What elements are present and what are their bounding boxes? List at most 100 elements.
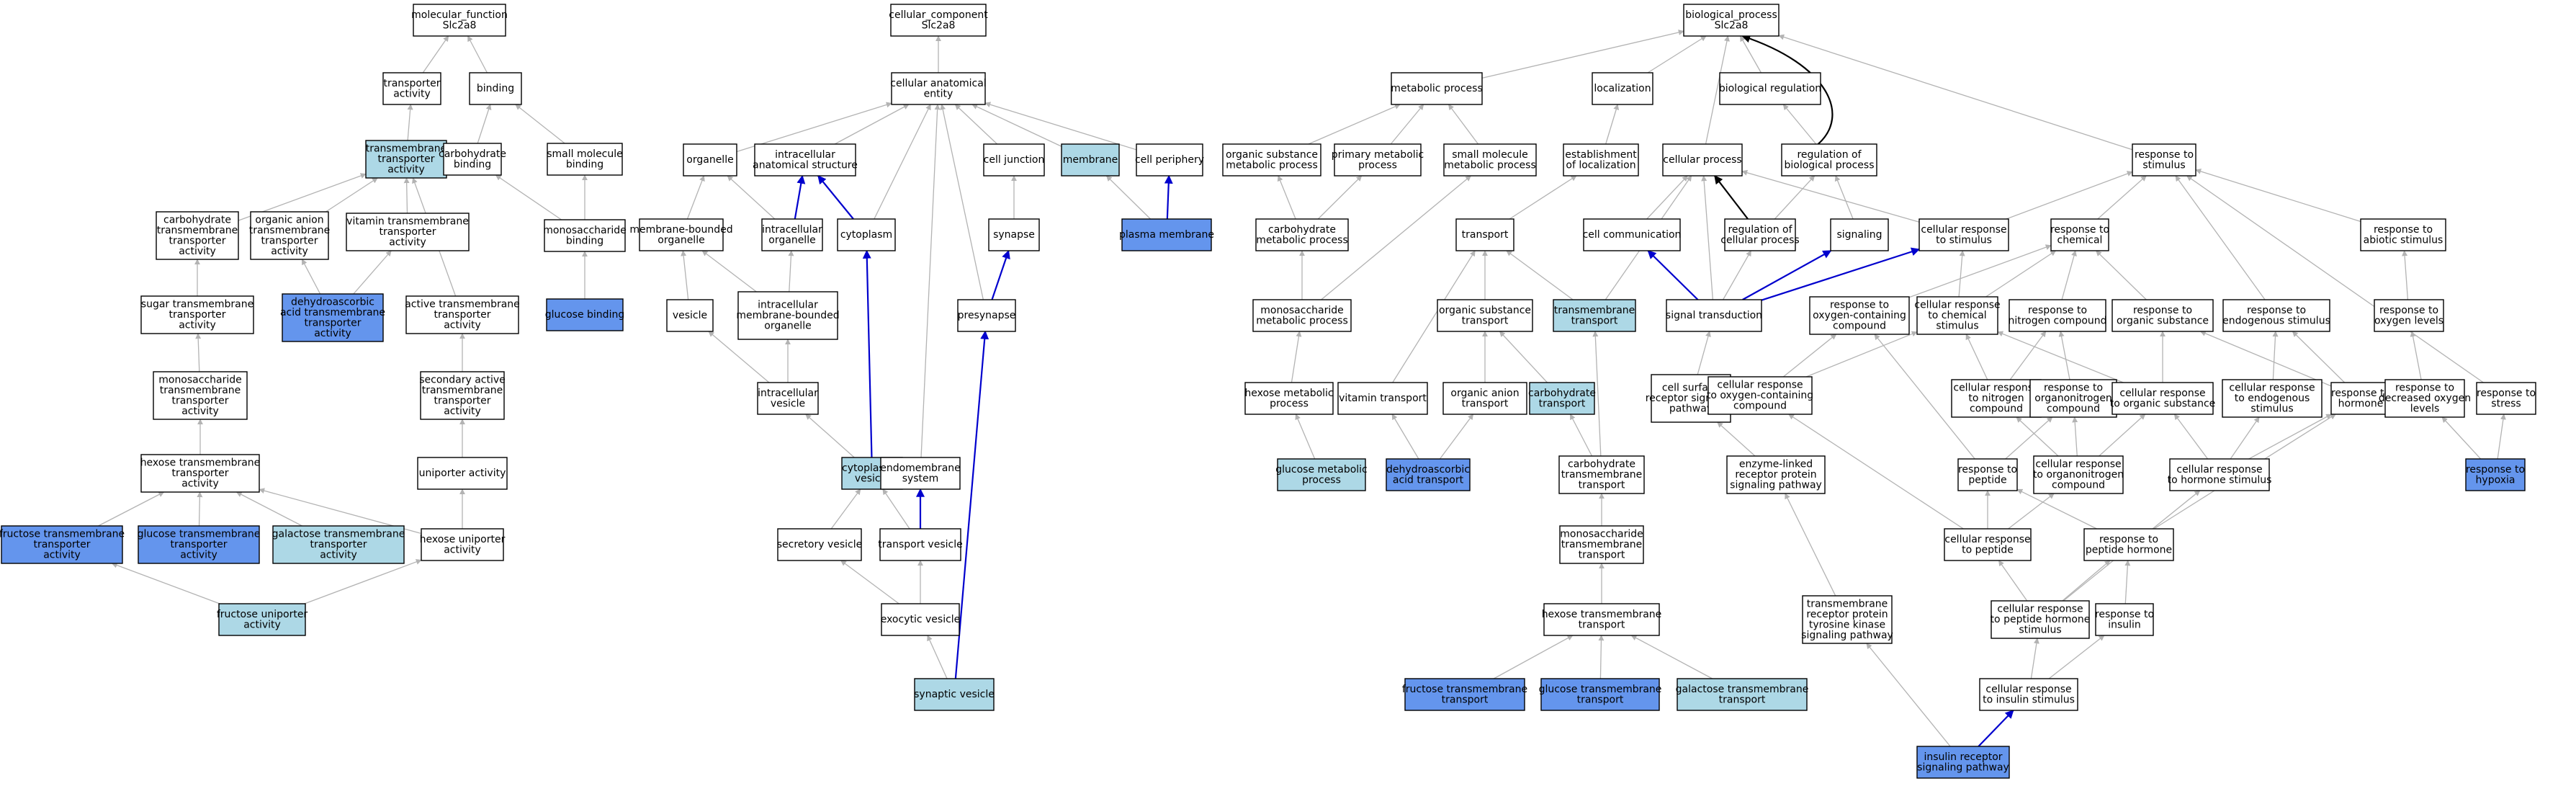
node-box xyxy=(837,218,896,251)
node-label: to insulin stimulus xyxy=(1983,694,2075,705)
node-label: cellular response xyxy=(2119,388,2205,399)
node-label: organic substance xyxy=(1226,149,1318,161)
node-label: transport xyxy=(1577,694,1624,705)
node-label: activity xyxy=(181,478,219,490)
node-box xyxy=(1255,218,1349,251)
node-label: transporter xyxy=(383,78,440,89)
node-label: transmembrane xyxy=(249,225,331,236)
edge-cyto-to-cae xyxy=(874,104,931,220)
node-box xyxy=(1944,528,2032,561)
node-label: monosaccharide xyxy=(158,374,242,385)
node-label: response to xyxy=(1830,300,1889,311)
node-label: organic anion xyxy=(1450,388,1519,399)
node-label: fructose transmembrane xyxy=(1402,684,1527,695)
node-box xyxy=(2111,382,2214,415)
go-term-node-ctta: carbohydratetransmembranetransporteracti… xyxy=(156,211,239,260)
node-label: stress xyxy=(2491,398,2521,409)
edge-rbp-to-bp xyxy=(1741,34,1834,145)
node-label: response to xyxy=(2395,383,2454,394)
node-box xyxy=(250,211,329,260)
node-label: transport xyxy=(1462,315,1509,326)
edge-gmp-to-hmp xyxy=(1295,414,1316,460)
go-term-node-gata: galactose transmembranetransporteractivi… xyxy=(272,525,405,564)
node-label: cellular_component xyxy=(889,9,988,21)
node-label: response to xyxy=(2477,388,2536,399)
node-label: response to xyxy=(2331,388,2390,399)
edge-st-to-crs xyxy=(1761,247,1921,301)
node-box xyxy=(1677,678,1808,711)
node-label: peptide xyxy=(1968,474,2006,486)
node-box xyxy=(1334,143,1422,177)
edge-rcp-to-cellp xyxy=(1714,175,1749,220)
node-box xyxy=(138,525,260,564)
node-box xyxy=(879,528,961,561)
node-label: galactose transmembrane xyxy=(1676,684,1809,695)
node-label: transporter xyxy=(33,539,90,550)
node-label: activity xyxy=(180,550,217,561)
edge-imbo-to-mbo xyxy=(701,250,757,292)
node-label: process xyxy=(1302,474,1341,486)
node-label: monosaccharide xyxy=(1260,305,1344,316)
edge-cres-to-rtes xyxy=(2272,331,2279,380)
node-box xyxy=(1442,382,1527,415)
node-box xyxy=(957,299,1016,332)
go-term-node-sv: secretory vesicle xyxy=(777,528,862,561)
go-term-node-oatta: organic aniontransmembranetransporteract… xyxy=(249,211,331,260)
node-box xyxy=(1553,299,1636,332)
edge-crins-to-crphs xyxy=(2030,638,2039,679)
node-label: cell junction xyxy=(984,154,1045,166)
node-label: transmembrane xyxy=(1561,539,1643,550)
edge-sig-to-rbp xyxy=(1834,175,1854,220)
node-box xyxy=(2384,379,2465,418)
edge-cronc-to-cros xyxy=(2099,414,2146,457)
edge-st-to-rcp xyxy=(1723,250,1751,300)
node-box xyxy=(683,143,737,177)
node-label: fructose uniporter xyxy=(217,609,308,620)
node-label: intracellular xyxy=(775,149,835,161)
node-box xyxy=(1455,218,1514,251)
node-label: endomembrane xyxy=(880,463,961,474)
node-label: cellular response xyxy=(1997,604,2083,615)
node-label: biological_process xyxy=(1685,9,1777,21)
node-box xyxy=(2050,218,2109,251)
edge-eol-to-loc xyxy=(1605,104,1620,145)
edge-pm-to-mem xyxy=(1105,175,1152,220)
node-label: insulin xyxy=(2108,619,2141,630)
go-term-node-syn: synapse xyxy=(988,218,1040,251)
node-label: binding xyxy=(566,158,603,170)
node-box xyxy=(761,218,823,251)
node-box xyxy=(881,603,960,636)
node-label: system xyxy=(902,473,939,484)
node-box xyxy=(1529,382,1595,415)
node-label: transport xyxy=(1571,315,1618,326)
node-box xyxy=(282,293,384,342)
node-box xyxy=(2465,458,2526,491)
edge-presyn-to-cae xyxy=(940,104,984,300)
node-label: response to xyxy=(2247,305,2306,316)
edge-rtph-to-rtp xyxy=(2016,488,2097,530)
edge-st-to-sig xyxy=(1742,250,1832,300)
go-term-node-uniact: uniporter activity xyxy=(417,457,508,490)
node-box xyxy=(639,218,724,251)
node-label: transmembrane xyxy=(157,225,238,236)
edge-io-to-ias xyxy=(794,174,806,220)
node-label: metabolic process xyxy=(1444,159,1536,171)
node-label: compound xyxy=(2052,480,2105,491)
node-box xyxy=(880,457,961,490)
edge-gata-to-htta xyxy=(235,491,302,527)
node-box xyxy=(547,143,623,176)
